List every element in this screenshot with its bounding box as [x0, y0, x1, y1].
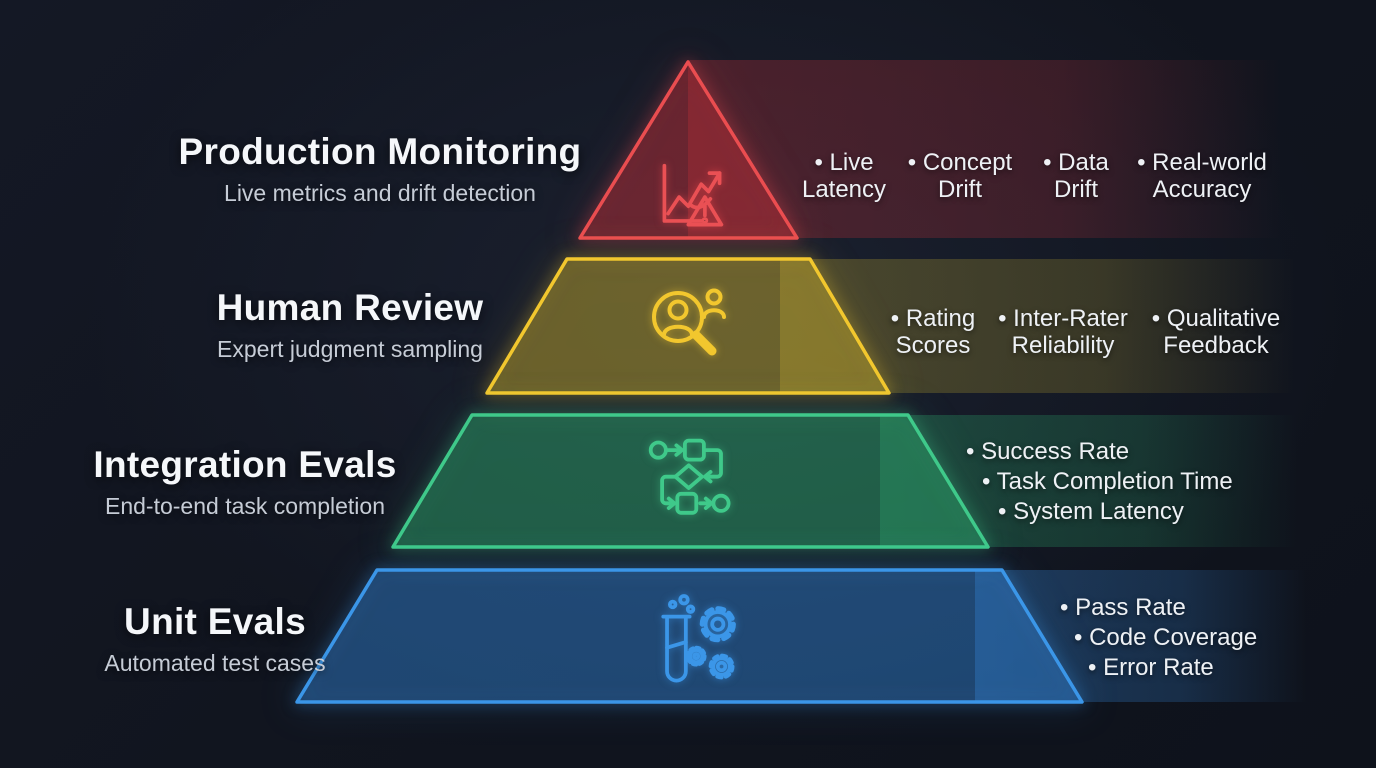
- metric-item: • Real-world Accuracy: [1137, 149, 1267, 203]
- metric-item: • Error Rate: [1088, 654, 1214, 681]
- metric-item: • Code Coverage: [1074, 624, 1258, 651]
- metric-item: • Rating Scores: [890, 305, 976, 359]
- metric-item: • Pass Rate: [1060, 594, 1186, 621]
- tier-label-human-review: Human Review Expert judgment sampling: [110, 287, 590, 363]
- metric-item: • Inter-Rater Reliability: [998, 305, 1128, 359]
- tier-subtitle: Live metrics and drift detection: [224, 180, 536, 206]
- metric-item: • Data Drift: [1043, 149, 1109, 203]
- metric-item: • Success Rate: [966, 438, 1130, 465]
- metrics-unit-evals: • Pass Rate • Code Coverage • Error Rate: [1060, 593, 1257, 683]
- tier-subtitle: End-to-end task completion: [105, 493, 385, 519]
- test-tube-gears-icon: [661, 594, 736, 683]
- metric-item: • Task Completion Time: [982, 468, 1233, 495]
- gear-medium: [708, 653, 735, 680]
- metrics-human-review: • Rating Scores • Inter-Rater Reliabilit…: [882, 305, 1290, 359]
- tier-title: Production Monitoring: [178, 131, 582, 172]
- workflow-icon: [648, 438, 731, 515]
- metric-item: • Live Latency: [801, 149, 887, 203]
- metric-item: • Concept Drift: [907, 149, 1013, 203]
- tier-label-integration-evals: Integration Evals End-to-end task comple…: [10, 444, 480, 520]
- metric-item: • System Latency: [998, 498, 1184, 525]
- integration-evals-trapezoid: [391, 413, 990, 549]
- tier-title: Unit Evals: [124, 601, 306, 642]
- person-magnifier-icon: [652, 288, 726, 356]
- gear-small: [685, 645, 707, 667]
- metrics-production-monitoring: • Live Latency • Concept Drift • Data Dr…: [796, 149, 1274, 203]
- tier-label-unit-evals: Unit Evals Automated test cases: [0, 601, 430, 677]
- metric-item: • Qualitative Feedback: [1151, 305, 1281, 359]
- tier-label-production-monitoring: Production Monitoring Live metrics and d…: [140, 131, 620, 207]
- unit-evals-trapezoid: [295, 568, 1084, 704]
- human-review-trapezoid: [485, 257, 891, 395]
- tier-subtitle: Automated test cases: [104, 650, 326, 676]
- tier-title: Integration Evals: [93, 444, 397, 485]
- chart-alert-icon: [662, 163, 724, 227]
- metrics-integration-evals: • Success Rate • Task Completion Time • …: [966, 437, 1233, 527]
- tier-title: Human Review: [216, 287, 484, 328]
- tier-subtitle: Expert judgment sampling: [217, 336, 483, 362]
- production-monitoring-triangle: [578, 60, 799, 240]
- gear-large: [699, 606, 736, 643]
